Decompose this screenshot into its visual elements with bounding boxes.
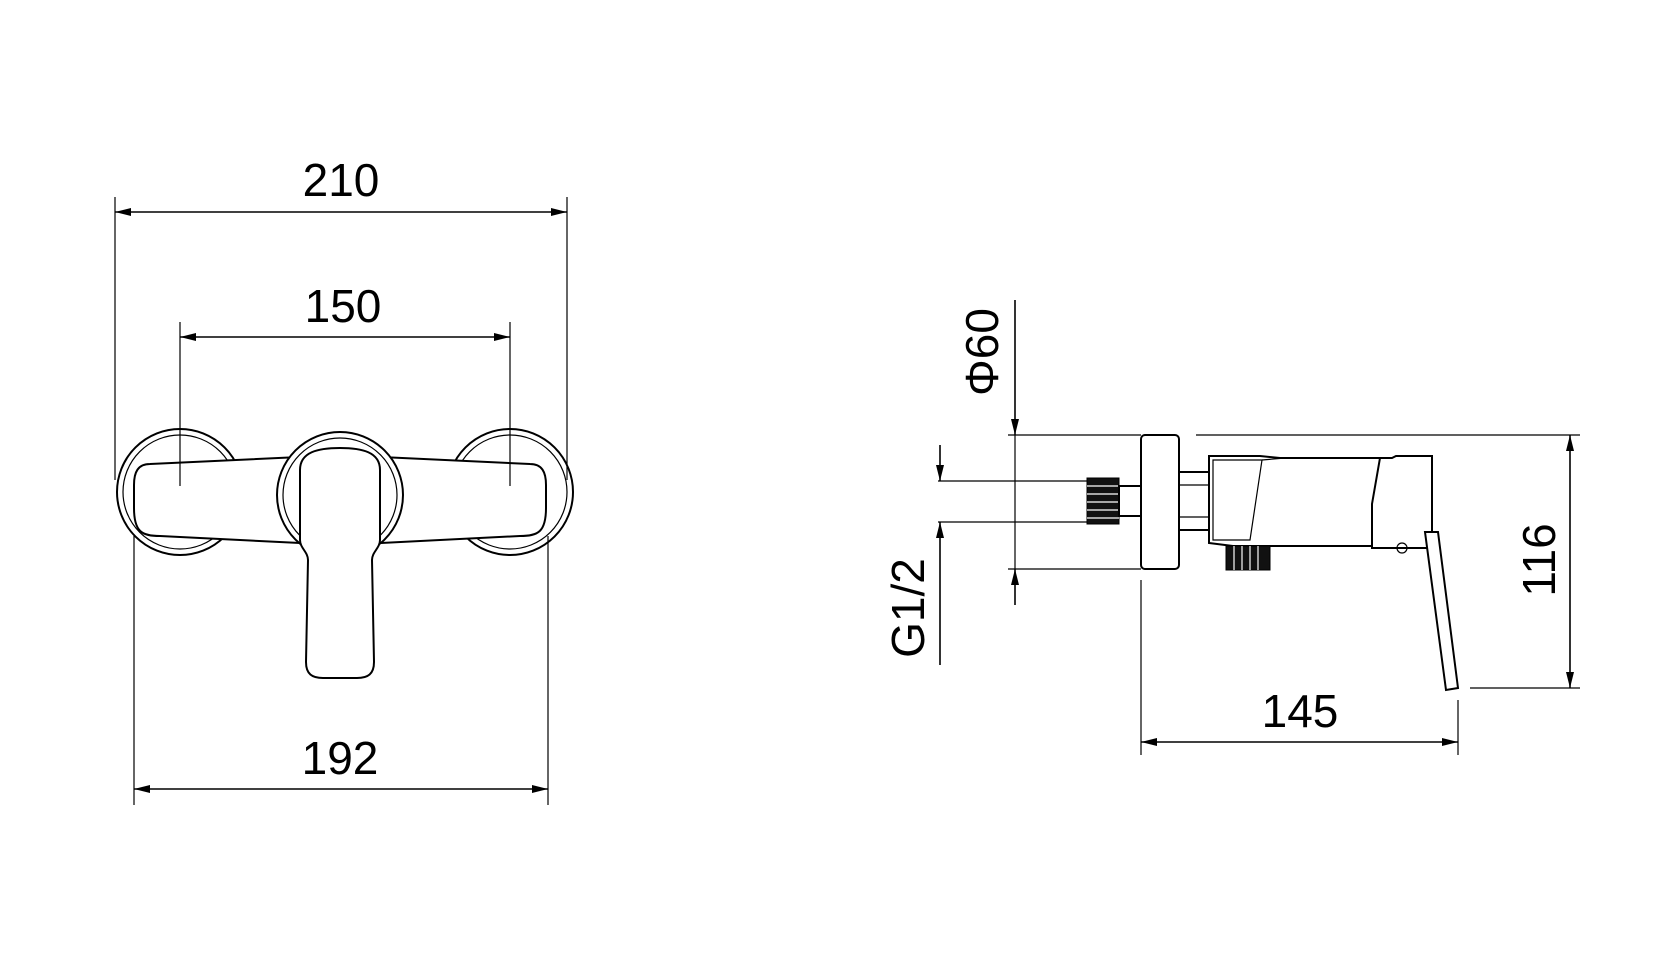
dim-text-150: 150	[305, 280, 382, 332]
side-lever	[1423, 531, 1460, 692]
hex-nut	[1178, 471, 1210, 531]
side-body	[1208, 455, 1381, 547]
lever-handle	[299, 446, 381, 679]
front-view: 210 150 192	[114, 154, 574, 805]
dim-text-phi60: Φ60	[956, 308, 1008, 396]
dim-text-116: 116	[1513, 523, 1565, 596]
dim-text-192: 192	[302, 732, 379, 784]
side-view: Φ60 G1/2 116 145	[882, 300, 1580, 755]
threaded-connector	[1086, 477, 1120, 525]
outlet-connector	[1225, 545, 1271, 571]
lever-head	[1371, 455, 1433, 549]
dim-text-145: 145	[1262, 685, 1339, 737]
dim-text-g12: G1/2	[882, 558, 934, 658]
side-escutcheon	[1140, 434, 1180, 570]
dim-text-210: 210	[303, 154, 380, 206]
